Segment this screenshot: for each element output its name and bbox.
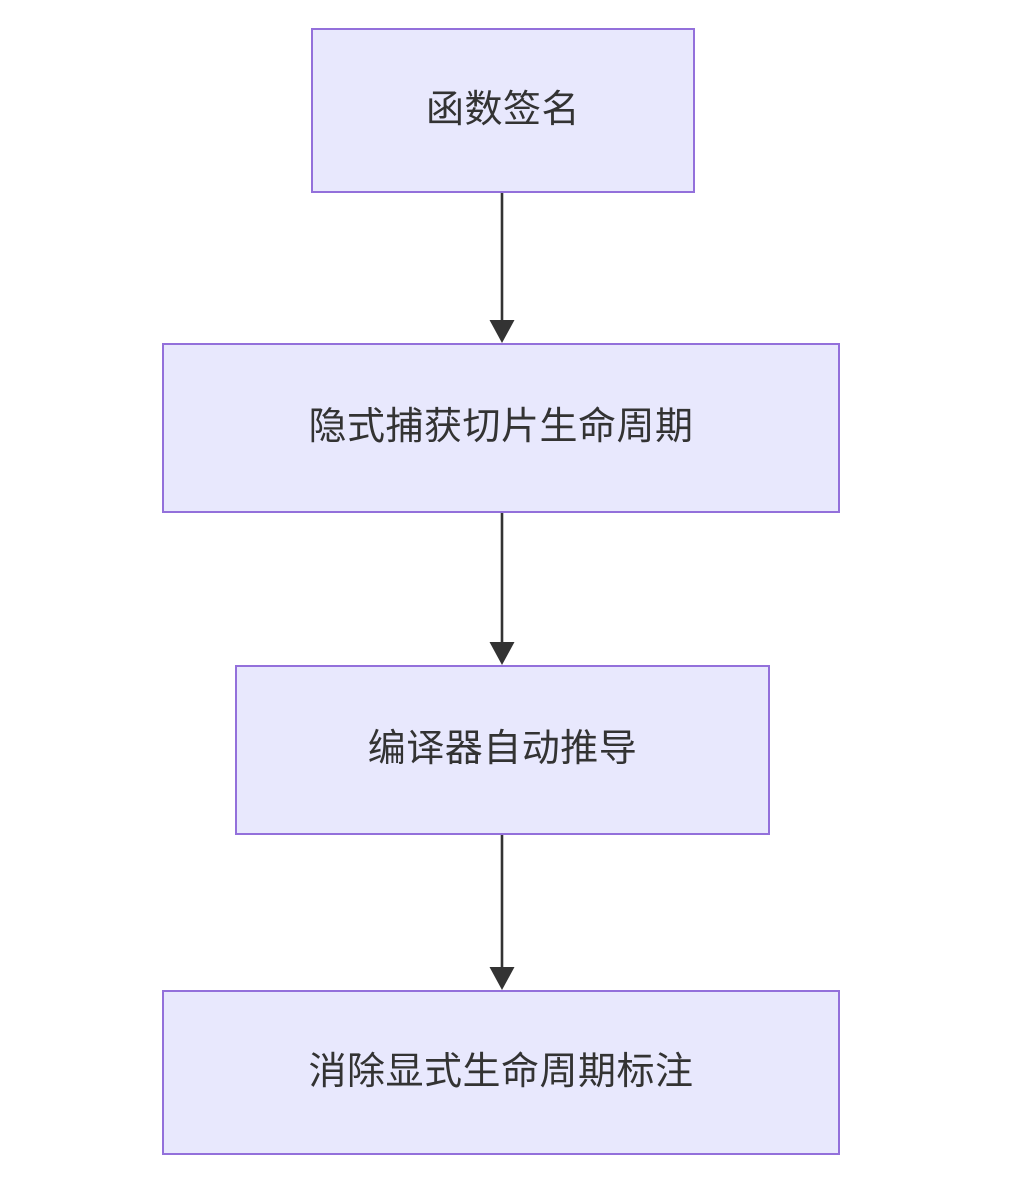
arrow-down-icon xyxy=(489,967,515,990)
flowchart-node-eliminate-explicit-lifetime-annotation[interactable]: 消除显式生命周期标注 xyxy=(162,990,840,1155)
flowchart-node-implicit-slice-lifetime-capture[interactable]: 隐式捕获切片生命周期 xyxy=(162,343,840,513)
flowchart-node-compiler-auto-inference[interactable]: 编译器自动推导 xyxy=(235,665,770,835)
flowchart-node-function-signature[interactable]: 函数签名 xyxy=(311,28,695,193)
flowchart-node-label: 隐式捕获切片生命周期 xyxy=(308,406,694,449)
flowchart-edge-n1-n2 xyxy=(489,193,515,343)
flowchart-edge-n3-n4 xyxy=(489,835,515,990)
arrow-down-icon xyxy=(489,642,515,665)
arrow-down-icon xyxy=(489,320,515,343)
flowchart-node-label: 函数签名 xyxy=(425,88,580,131)
flowchart-node-label: 消除显式生命周期标注 xyxy=(308,1050,694,1093)
flowchart-edge-n2-n3 xyxy=(489,513,515,665)
flowchart-node-label: 编译器自动推导 xyxy=(367,728,638,771)
